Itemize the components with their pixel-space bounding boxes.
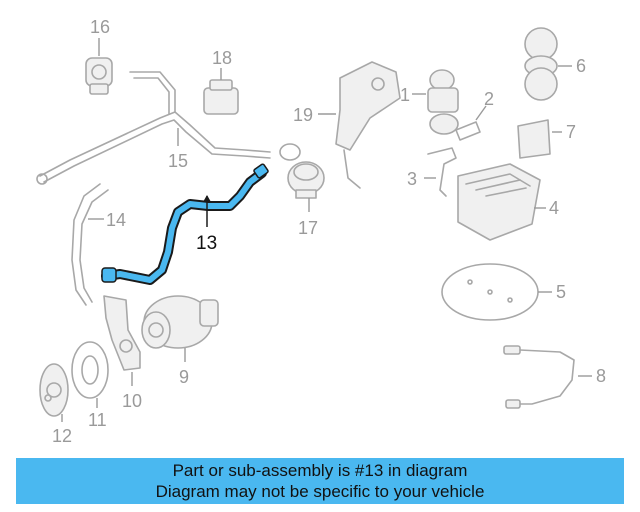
callout-9: 9	[179, 367, 189, 387]
part-13-hose-highlighted	[101, 163, 269, 285]
part-9-pump	[141, 295, 219, 362]
callout-1: 1	[400, 85, 410, 105]
callout-6: 6	[576, 56, 586, 76]
callout-3: 3	[407, 169, 417, 189]
callout-19: 19	[293, 105, 313, 125]
part-18-sensor	[203, 68, 239, 115]
part-4-control-module	[457, 163, 546, 241]
callout-13: 13	[196, 233, 217, 254]
parts-diagram: 16 18 15 14 13 9	[36, 17, 606, 446]
part-7-bracket-plate	[517, 119, 562, 159]
banner-line-part: Part or sub-assembly is #13 in diagram	[172, 461, 468, 480]
part-10-bracket	[103, 295, 141, 386]
callout-11: 11	[88, 410, 107, 430]
callout-8: 8	[596, 366, 606, 386]
fitment-banner: Part or sub-assembly is #13 in diagram D…	[16, 458, 624, 504]
callout-5: 5	[556, 282, 566, 302]
part-19-mount	[318, 61, 401, 189]
callout-14: 14	[106, 210, 126, 230]
part-6-resonator	[524, 27, 572, 101]
banner-line-disclaimer: Diagram may not be specific to your vehi…	[155, 482, 485, 501]
callout-12: 12	[52, 426, 72, 446]
callout-4: 4	[549, 198, 559, 218]
callout-18: 18	[212, 48, 232, 68]
callout-10: 10	[122, 391, 142, 411]
part-11-gasket	[71, 341, 109, 408]
part-12-flange	[39, 363, 69, 422]
part-16-valve	[85, 38, 113, 95]
callout-15: 15	[168, 151, 188, 171]
part-3-bracket	[424, 147, 457, 197]
part-8-oxygen-sensor	[503, 345, 592, 409]
part-17-valve	[287, 161, 325, 212]
part-5-cover-disc	[441, 263, 552, 321]
part-15-pipe	[36, 71, 301, 185]
callout-7: 7	[566, 122, 576, 142]
callout-16: 16	[90, 17, 110, 37]
part-1-egr-valve	[412, 69, 459, 135]
part-14-hose	[71, 183, 109, 306]
callout-2: 2	[484, 89, 494, 109]
callout-17: 17	[298, 218, 318, 238]
part-2-gasket	[455, 105, 487, 141]
